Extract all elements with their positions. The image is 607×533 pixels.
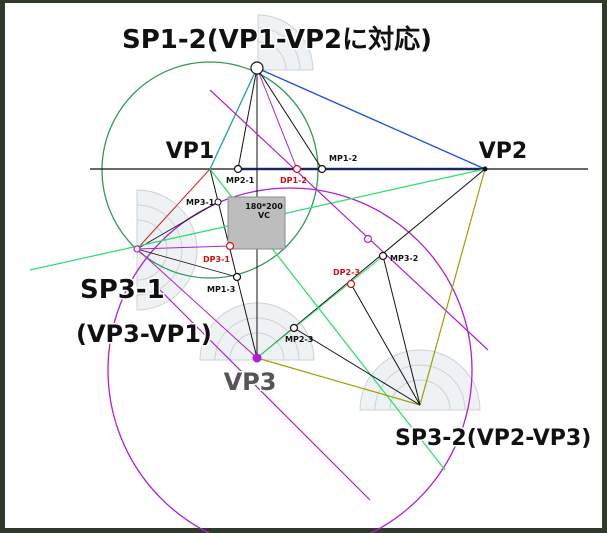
mp1-2-point — [317, 164, 327, 174]
line-sp31-dp31 — [136, 245, 231, 250]
dp2-3-point — [346, 279, 356, 289]
vp3-point — [252, 353, 262, 363]
line-olive-vp2-sp32 — [419, 168, 486, 406]
line-sp31-mp31 — [136, 201, 219, 250]
line-sp32-mp23 — [293, 327, 421, 406]
line-sp12-dp12 — [256, 67, 298, 170]
mp1-2-label: MP1-2 — [329, 154, 357, 163]
line-sp12-mp12 — [256, 67, 323, 170]
line-sp12-vp2 — [256, 67, 486, 170]
mp1-3-point — [232, 272, 242, 282]
mp2-3-label: MP2-3 — [285, 335, 313, 344]
protractor-right — [359, 349, 481, 411]
line-sp12-vp1 — [209, 67, 258, 170]
sp3-1-sublabel: (VP3-VP1) — [76, 320, 212, 348]
sp3-1-point — [133, 245, 141, 253]
line-sp31-vp1 — [136, 168, 211, 250]
canvas — [5, 3, 602, 528]
dp2-3-label: DP2-3 — [333, 268, 360, 277]
vp2-label: VP2 — [479, 139, 527, 164]
cube-box-line1: 180*200 — [245, 202, 283, 211]
mp2-1-label: MP2-1 — [226, 176, 255, 185]
mp3-1-label: MP3-1 — [186, 198, 215, 207]
line-sp12-mp21 — [237, 67, 258, 170]
line-magenta-lower — [159, 289, 371, 501]
cube-box-line2: VC — [258, 211, 270, 220]
mp1-3-label: MP1-3 — [207, 285, 235, 294]
line-magenta-upper — [209, 89, 489, 351]
protractor-left — [136, 189, 198, 311]
dp1-2-point — [292, 164, 302, 174]
line-green-vp3-mp32 — [256, 255, 384, 359]
cube-box — [227, 196, 286, 250]
dp3-1-point — [225, 241, 235, 251]
sp3-1-label: SP3-1 — [80, 275, 165, 305]
dp1-2-label: DP1-2 — [280, 176, 307, 185]
vp1-label: VP1 — [166, 139, 214, 164]
line-sp31-mp13 — [136, 248, 238, 278]
line-olive-vp3-sp32 — [256, 357, 421, 406]
sp1-2-point — [250, 61, 264, 75]
mp3-2-point — [378, 251, 388, 261]
magenta-intersection-point — [363, 234, 373, 244]
sp3-2-label: SP3-2(VP2-VP3) — [395, 426, 591, 451]
line-sp32-mp32 — [382, 255, 421, 406]
mp3-1-point — [214, 198, 222, 206]
circle-vp3 — [107, 187, 473, 533]
mp3-2-label: MP3-2 — [390, 254, 418, 263]
vp3-label: VP3 — [224, 368, 277, 396]
title: SP1-2(VP1-VP2に対応) — [122, 24, 432, 55]
mp2-3-point — [289, 323, 299, 333]
line-sp32-dp23 — [350, 283, 421, 406]
line-sp31-vp3 — [136, 248, 258, 359]
vp2-point — [482, 166, 488, 172]
mp2-1-point — [233, 164, 243, 174]
protractor-top — [257, 14, 314, 71]
dp3-1-label: DP3-1 — [203, 255, 230, 264]
